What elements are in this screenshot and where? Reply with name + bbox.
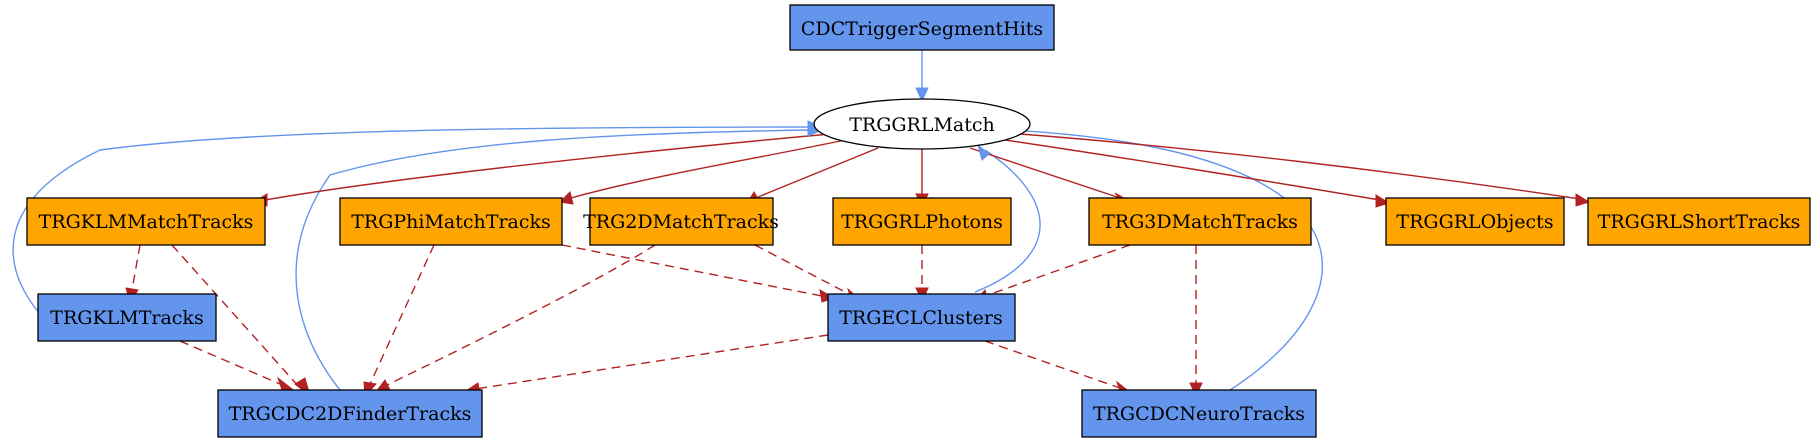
node-2d-match-tracks[interactable]: TRG2DMatchTracks	[583, 197, 779, 246]
node-box	[26, 197, 266, 246]
node-box	[1088, 197, 1312, 246]
node-label: TRGCDC2DFinderTracks	[229, 403, 472, 425]
node-klm-match-tracks[interactable]: TRGKLMMatchTracks	[26, 197, 266, 246]
node-label: TRGKLMTracks	[50, 307, 203, 329]
arrowhead-ecl-grlmatch	[977, 143, 990, 161]
node-grl-objects[interactable]: TRGGRLObjects	[1385, 197, 1565, 246]
node-box	[1081, 389, 1317, 438]
edge-cdc2d-to-grlmatch	[295, 129, 811, 391]
node-grl-short-tracks[interactable]: TRGGRLShortTracks	[1587, 197, 1811, 246]
edge-klmmatch-to-klmtracks	[131, 244, 141, 291]
arrowhead-grlmatch-shorttracks	[1575, 193, 1591, 207]
edge-eclclusters-to-cdc2d	[474, 334, 829, 390]
node-klm-tracks[interactable]: TRGKLMTracks	[37, 293, 217, 342]
node-label: TRGGRLShortTracks	[1598, 211, 1801, 233]
arrowhead-grlmatch-phimatch	[558, 191, 574, 205]
edge-phimatch-to-cdc2d	[369, 244, 435, 385]
edges	[12, 50, 1581, 391]
node-grl-match[interactable]: TRGGRLMatch	[813, 98, 1031, 150]
node-box	[827, 293, 1016, 342]
node-phi-match-tracks[interactable]: TRGPhiMatchTracks	[339, 197, 563, 246]
node-cdc2d-finder-tracks[interactable]: TRGCDC2DFinderTracks	[217, 389, 483, 438]
edge-2dmatch-to-eclclusters	[754, 244, 852, 296]
node-cdc-neuro-tracks[interactable]: TRGCDCNeuroTracks	[1081, 389, 1317, 438]
edge-grlmatch-to-2dmatch	[757, 147, 879, 198]
node-box	[589, 197, 774, 246]
node-label: TRGECLClusters	[839, 307, 1003, 329]
edge-grlmatch-to-klmmatch	[264, 133, 831, 201]
node-box	[1385, 197, 1565, 246]
node-label: TRG2DMatchTracks	[583, 211, 779, 233]
node-label: TRGKLMMatchTracks	[39, 211, 254, 233]
edge-grlmatch-to-3dmatch	[969, 147, 1121, 199]
node-box	[1587, 197, 1811, 246]
node-label: TRGGRLMatch	[849, 114, 995, 136]
node-label: TRG3DMatchTracks	[1102, 211, 1298, 233]
edge-grlmatch-to-phimatch	[570, 139, 846, 199]
node-grl-photons[interactable]: TRGGRLPhotons	[832, 197, 1012, 246]
node-3d-match-tracks[interactable]: TRG3DMatchTracks	[1088, 197, 1312, 246]
edge-neurotracks-to-grlmatch	[1007, 129, 1323, 391]
node-label: TRGGRLObjects	[1396, 211, 1553, 233]
node-label: TRGCDCNeuroTracks	[1093, 403, 1305, 425]
edge-phimatch-to-eclclusters	[561, 244, 823, 297]
edge-klmmatch-to-cdc2d	[171, 244, 301, 389]
edge-grlmatch-to-shorttracks	[1019, 133, 1581, 200]
node-box	[37, 293, 217, 342]
edge-eclclusters-to-grlmatch	[974, 149, 1041, 293]
node-cdc-segment-hits[interactable]: CDCTriggerSegmentHits	[789, 4, 1055, 51]
node-box	[217, 389, 483, 438]
edge-3dmatch-to-eclclusters	[984, 244, 1131, 297]
edge-klmtracks-to-cdc2d	[179, 340, 281, 385]
node-box	[832, 197, 1012, 246]
node-ellipse	[813, 98, 1031, 150]
edge-klmtracks-to-grlmatch	[12, 126, 811, 339]
node-box	[339, 197, 563, 246]
node-ecl-clusters[interactable]: TRGECLClusters	[827, 293, 1016, 342]
node-label: CDCTriggerSegmentHits	[801, 18, 1043, 40]
edge-grlmatch-to-grlobjects	[1004, 139, 1381, 201]
node-label: TRGPhiMatchTracks	[351, 211, 551, 233]
node-label: TRGGRLPhotons	[841, 211, 1003, 233]
edge-eclclusters-to-neurotracks	[984, 340, 1121, 389]
arrowhead-klmtracks-cdc2d	[276, 376, 294, 391]
arrowhead-segmenthits-grlmatch	[915, 87, 929, 103]
node-box	[789, 4, 1055, 51]
edge-2dmatch-to-cdc2d	[384, 244, 656, 387]
